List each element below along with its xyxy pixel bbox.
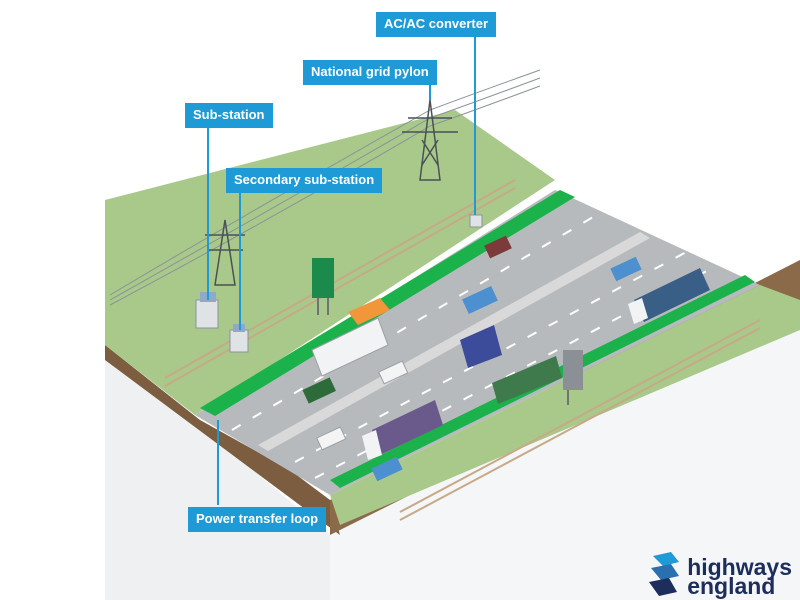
truck-navy [628,268,710,324]
grass-front [330,285,800,525]
car-white-1 [378,360,409,385]
power-lines [109,69,541,306]
bus-green [492,356,562,404]
ac-ac-converter-box [469,214,483,228]
highways-england-logo-icon [649,552,680,596]
highways-england-logo: highways england [649,552,792,599]
callout-power-transfer-loop: Power transfer loop [188,507,327,532]
truck-orange [348,298,390,325]
logo-line-highways: highways [687,554,792,580]
truck-white [311,317,389,377]
logo-line-england: england [687,573,776,599]
callout-leaders [207,32,476,505]
car-dark-red [484,235,512,259]
callout-ac-ac-converter: AC/AC converter [376,12,497,37]
car-blue-3 [371,456,403,482]
road-median [258,232,650,451]
earth-cut [105,345,340,535]
road-sign [312,258,334,315]
charging-lane-back [200,190,575,416]
callout-sub-station: Sub-station [185,103,273,128]
sub-station-pylon [205,219,245,286]
callout-national-grid-pylon: National grid pylon [303,60,437,85]
car-white-2 [316,426,347,451]
callout-secondary-sub-station: Secondary sub-station [226,168,383,193]
car-blue-1 [462,285,498,315]
car-green [302,377,336,404]
fence-back [164,179,516,387]
fence-front [399,319,761,521]
van-blue [460,325,502,368]
truck-purple [362,400,443,460]
car-blue-2 [610,256,642,282]
vehicles [302,235,710,482]
national-grid-pylon [402,99,458,181]
road-sign-front [563,350,583,405]
